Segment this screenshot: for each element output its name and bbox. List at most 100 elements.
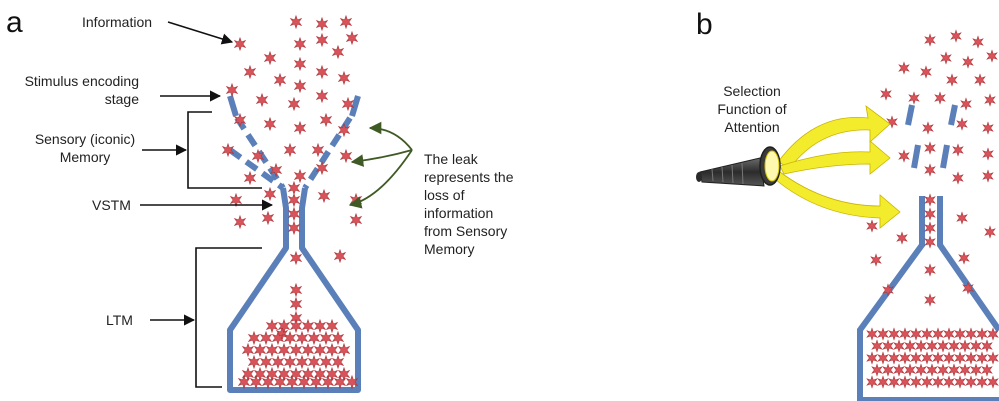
information-star bbox=[872, 340, 882, 352]
information-star bbox=[894, 340, 904, 352]
information-star bbox=[900, 328, 910, 340]
information-star bbox=[309, 356, 320, 369]
information-star bbox=[925, 34, 935, 46]
information-star bbox=[347, 32, 358, 45]
information-star bbox=[944, 376, 954, 388]
information-star bbox=[317, 90, 328, 103]
information-star bbox=[871, 254, 881, 266]
information-star bbox=[905, 340, 915, 352]
leak-arrow-1 bbox=[370, 128, 412, 150]
information-star bbox=[333, 46, 344, 59]
information-star bbox=[944, 352, 954, 364]
information-star bbox=[988, 376, 998, 388]
information-star bbox=[897, 232, 907, 244]
information-star bbox=[957, 212, 967, 224]
information-star bbox=[925, 164, 935, 176]
information-star bbox=[321, 114, 332, 127]
information-star bbox=[955, 328, 965, 340]
information-star bbox=[900, 352, 910, 364]
information-star bbox=[922, 328, 932, 340]
information-star bbox=[935, 92, 945, 104]
information-star bbox=[938, 340, 948, 352]
information-star bbox=[309, 332, 320, 345]
information-star bbox=[983, 148, 993, 160]
information-star bbox=[267, 320, 278, 333]
information-star bbox=[927, 340, 937, 352]
information-star bbox=[279, 344, 290, 357]
information-star bbox=[867, 352, 877, 364]
information-star bbox=[923, 122, 933, 134]
information-star bbox=[289, 222, 300, 235]
information-star bbox=[255, 344, 266, 357]
information-star bbox=[327, 320, 338, 333]
information-star bbox=[955, 376, 965, 388]
information-star bbox=[887, 116, 897, 128]
information-star bbox=[333, 356, 344, 369]
information-star bbox=[973, 36, 983, 48]
information-star bbox=[900, 376, 910, 388]
information-star bbox=[867, 328, 877, 340]
information-star bbox=[985, 94, 995, 106]
information-star bbox=[925, 222, 935, 234]
information-star bbox=[941, 52, 951, 64]
information-star bbox=[291, 320, 302, 333]
information-star bbox=[295, 38, 306, 51]
panel-a-label-arrows bbox=[140, 22, 272, 387]
information-star bbox=[977, 376, 987, 388]
information-star bbox=[867, 220, 877, 232]
information-star bbox=[321, 332, 332, 345]
information-star bbox=[291, 16, 302, 29]
information-star bbox=[275, 74, 286, 87]
information-star bbox=[949, 364, 959, 376]
information-star bbox=[959, 252, 969, 264]
panel-label-a: a bbox=[6, 8, 23, 38]
label-vstm: VSTM bbox=[92, 196, 131, 214]
information-star bbox=[983, 122, 993, 134]
information-star bbox=[883, 364, 893, 376]
panel-a-information-stars bbox=[223, 16, 362, 389]
information-star bbox=[235, 38, 246, 51]
information-star bbox=[963, 56, 973, 68]
label-stimulus-encoding: Stimulus encoding stage bbox=[25, 72, 139, 108]
information-star bbox=[273, 356, 284, 369]
information-star bbox=[249, 356, 260, 369]
information-star bbox=[889, 352, 899, 364]
b-flask-right bbox=[940, 196, 999, 330]
information-star bbox=[921, 66, 931, 78]
information-star bbox=[341, 16, 352, 29]
information-star bbox=[925, 194, 935, 206]
information-star bbox=[925, 294, 935, 306]
information-star bbox=[295, 170, 306, 183]
information-star bbox=[982, 340, 992, 352]
label-information: Information bbox=[82, 13, 152, 31]
information-star bbox=[878, 328, 888, 340]
funnel-right-top-tick bbox=[352, 96, 358, 116]
information-star bbox=[922, 376, 932, 388]
information-star bbox=[957, 118, 967, 130]
panel-label-b: b bbox=[696, 10, 713, 40]
information-star bbox=[982, 364, 992, 376]
information-star bbox=[925, 142, 935, 154]
information-star bbox=[878, 376, 888, 388]
information-star bbox=[317, 34, 328, 47]
information-star bbox=[916, 340, 926, 352]
information-star bbox=[889, 376, 899, 388]
information-star bbox=[987, 50, 997, 62]
information-star bbox=[971, 340, 981, 352]
information-star bbox=[988, 352, 998, 364]
information-star bbox=[985, 226, 995, 238]
information-star bbox=[289, 208, 300, 221]
information-star bbox=[261, 356, 272, 369]
information-star bbox=[951, 30, 961, 42]
information-star bbox=[315, 344, 326, 357]
information-star bbox=[938, 364, 948, 376]
information-star bbox=[953, 172, 963, 184]
information-star bbox=[303, 344, 314, 357]
information-star bbox=[899, 150, 909, 162]
information-star bbox=[899, 62, 909, 74]
information-star bbox=[911, 376, 921, 388]
information-star bbox=[297, 356, 308, 369]
information-star bbox=[265, 188, 276, 201]
information-star bbox=[351, 214, 362, 227]
information-star bbox=[313, 144, 324, 157]
